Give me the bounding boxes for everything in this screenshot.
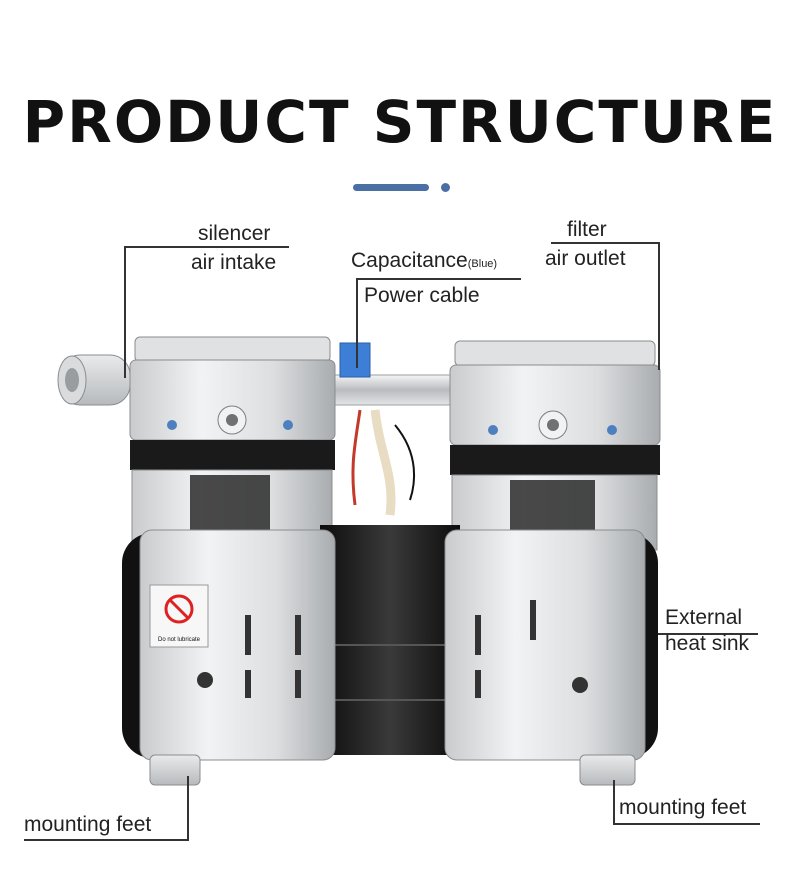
label-power-cable: Power cable xyxy=(364,284,480,307)
label-air-intake: air intake xyxy=(191,251,277,274)
leader-silencer-h xyxy=(124,246,289,248)
power-cable-wire xyxy=(370,409,396,516)
leader-feet-left-v xyxy=(187,776,189,841)
capacitor-icon xyxy=(339,342,371,378)
left-cylinder-head xyxy=(129,336,336,546)
air-compressor-illustration: Do not lubricate xyxy=(57,336,661,786)
leader-silencer-v xyxy=(124,246,126,378)
label-mounting-feet-left: mounting feet xyxy=(24,813,152,836)
label-capacitance-note: (Blue) xyxy=(467,258,498,270)
right-cylinder-head xyxy=(449,340,661,551)
label-external: External xyxy=(665,606,743,629)
leader-feet-right-v xyxy=(613,780,615,825)
leader-feet-right-h xyxy=(613,823,760,825)
label-heat-sink: heat sink xyxy=(665,632,750,655)
leader-heatsink-h xyxy=(658,633,758,635)
leader-filter-h xyxy=(551,242,660,244)
label-silencer: silencer xyxy=(198,222,271,245)
left-crankcase: Do not lubricate xyxy=(122,529,336,786)
right-mounting-foot xyxy=(579,754,636,786)
right-crankcase xyxy=(444,529,658,786)
leader-capacitance-h xyxy=(356,278,521,280)
label-mounting-feet-right: mounting feet xyxy=(619,796,747,819)
title-accent-bar xyxy=(353,184,429,191)
intake-fitting xyxy=(57,354,131,406)
label-air-outlet: air outlet xyxy=(545,247,626,270)
leader-feet-left-h xyxy=(24,839,189,841)
label-capacitance: Capacitance(Blue) xyxy=(351,248,497,277)
warning-text: Do not lubricate xyxy=(158,637,201,643)
connecting-tube xyxy=(324,374,456,406)
motor-body xyxy=(320,525,460,755)
leader-filter-v xyxy=(658,242,660,370)
page-title: PRODUCT STRUCTURE xyxy=(22,88,778,156)
label-capacitance-text: Capacitance xyxy=(351,249,468,272)
leader-capacitance-v xyxy=(356,278,358,368)
title-accent-dot xyxy=(441,183,450,192)
left-mounting-foot xyxy=(149,754,201,786)
label-filter: filter xyxy=(567,218,607,241)
